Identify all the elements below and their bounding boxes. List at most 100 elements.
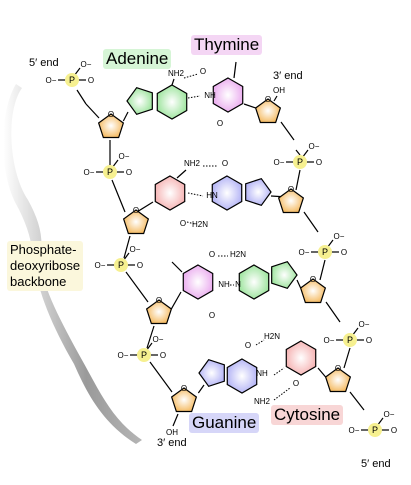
amino-bond bbox=[171, 78, 175, 86]
phosphorus-atom: P bbox=[107, 167, 113, 177]
cytosine-oxygen: O bbox=[293, 379, 299, 388]
phosphate-oxygen: O bbox=[137, 261, 143, 270]
sugar-ring-291-202 bbox=[277, 188, 305, 214]
hydrogen-bond bbox=[273, 387, 291, 401]
backbone-bond bbox=[111, 179, 126, 213]
backbone-bond bbox=[125, 271, 149, 303]
backbone-bond bbox=[349, 391, 365, 411]
guanine-nh: HN bbox=[206, 191, 218, 200]
hydroxyl-group: OH bbox=[273, 86, 285, 95]
sugar-oxygen: O bbox=[181, 384, 187, 393]
five-prime-end-bottom: 5′ end bbox=[361, 458, 391, 470]
phosphate-oxygen-minus: O− bbox=[81, 60, 92, 69]
thymine-six-ring bbox=[212, 77, 244, 113]
backbone-bond bbox=[146, 325, 155, 349]
guanine-oxygen: O bbox=[245, 341, 251, 350]
sugar-ring-338-381 bbox=[324, 367, 352, 393]
phosphorus-atom: P bbox=[297, 157, 303, 167]
glycosidic-bond bbox=[317, 367, 327, 378]
hydrogen-bond bbox=[183, 73, 199, 79]
thymine-six-ring-2 bbox=[182, 264, 214, 300]
guanine-five-ring bbox=[245, 177, 272, 207]
hydrogen-bond bbox=[255, 339, 265, 346]
phosphate-glow bbox=[65, 73, 79, 87]
adenine-six-ring-2 bbox=[238, 264, 270, 300]
phosphorus-atom: P bbox=[372, 425, 378, 435]
phosphate-oxygen-minus: O− bbox=[153, 335, 164, 344]
phosphate-oxygen-minus: O− bbox=[119, 152, 130, 161]
phosphorus-atom: P bbox=[118, 260, 124, 270]
phosphorus-atom: P bbox=[322, 247, 328, 257]
phosphate-oxygen-minus: O− bbox=[130, 245, 141, 254]
backbone-bond bbox=[319, 259, 326, 281]
sugar-ring-184-401 bbox=[170, 387, 198, 413]
sugar-oxygen: O bbox=[133, 206, 139, 215]
sugar-ring-268-112 bbox=[254, 98, 282, 124]
phosphate-glow bbox=[114, 258, 128, 272]
backbone-bond bbox=[295, 169, 301, 191]
thymine-oxygen: O bbox=[209, 311, 215, 320]
sugar-oxygen: O bbox=[288, 185, 294, 194]
phosphate-oxygen: O bbox=[391, 426, 397, 435]
sugar-ring-313-292 bbox=[299, 278, 327, 304]
glycosidic-bond bbox=[170, 291, 182, 310]
methyl-bond bbox=[171, 261, 183, 273]
sugar-ring-111-127 bbox=[97, 113, 125, 139]
phosphate-glow bbox=[318, 245, 332, 259]
backbone-bond bbox=[149, 361, 173, 393]
phosphate-oxygen-minus: O− bbox=[84, 168, 95, 177]
phosphate-oxygen-minus: O− bbox=[46, 76, 57, 85]
sugar-oxygen: O bbox=[310, 275, 316, 284]
backbone-bond bbox=[85, 103, 100, 119]
phosphate-glow bbox=[293, 155, 307, 169]
phosphorus-atom: P bbox=[69, 75, 75, 85]
sugar-oxygen: O bbox=[156, 296, 162, 305]
phosphate-oxygen-minus: O− bbox=[384, 410, 395, 419]
guanine-label: Guanine bbox=[189, 413, 260, 433]
sugar-ring-159-313 bbox=[145, 299, 173, 325]
guanine-six-ring-2 bbox=[226, 358, 258, 394]
hydrogen-bond bbox=[186, 221, 196, 225]
hydrogen-bond bbox=[187, 95, 201, 99]
adenine-five-ring-2 bbox=[271, 260, 298, 290]
backbone-bond bbox=[123, 235, 131, 259]
phosphate-glow bbox=[368, 423, 382, 437]
phosphate-oxygen: O bbox=[366, 336, 372, 345]
cytosine-oxygen: O bbox=[180, 219, 186, 228]
phosphate-oxygen-minus: O− bbox=[274, 158, 285, 167]
backbone-bond bbox=[295, 149, 301, 156]
phosphate-glow bbox=[137, 348, 151, 362]
hydrogen-bond bbox=[187, 192, 204, 197]
sugar-ring-136-223 bbox=[122, 209, 150, 235]
hydroxyl-bond bbox=[172, 413, 179, 427]
phosphate-oxygen-minus: O− bbox=[299, 248, 310, 257]
phosphorus-atom: P bbox=[347, 335, 353, 345]
phosphate-oxygen: O bbox=[160, 351, 166, 360]
backbone-bond bbox=[303, 211, 319, 233]
cytosine-label: Cytosine bbox=[271, 405, 344, 425]
thymine-nh: NH bbox=[204, 91, 216, 100]
phosphate-oxygen-minus: O− bbox=[334, 232, 345, 241]
adenine-six-ring bbox=[156, 84, 188, 120]
glycosidic-bond bbox=[197, 384, 205, 394]
hydrogen-bonds bbox=[183, 73, 291, 401]
backbone-bond bbox=[325, 301, 341, 323]
hydrogen-bond bbox=[273, 367, 285, 376]
sugar-oxygen: O bbox=[108, 110, 114, 119]
phosphate-oxygen: O bbox=[88, 76, 94, 85]
phosphate-oxygen: O bbox=[316, 158, 322, 167]
phosphate-oxygen-minus: O− bbox=[95, 261, 106, 270]
backbone-label-line3: backbone bbox=[10, 274, 67, 289]
phosphate-glow bbox=[103, 165, 117, 179]
phosphate-oxygen-minus: O− bbox=[118, 351, 129, 360]
phosphorus-atom: P bbox=[141, 350, 147, 360]
phosphate-oxygen-minus: O− bbox=[359, 320, 370, 329]
cytosine-six-ring-2 bbox=[285, 340, 317, 376]
backbone-label-line1: Phosphate- bbox=[10, 242, 77, 257]
phosphate-glow bbox=[343, 333, 357, 347]
cytosine-amino: NH2 bbox=[184, 159, 201, 168]
backbone-label: Phosphate- deoxyribose backbone bbox=[7, 241, 84, 291]
backbone-bond bbox=[76, 89, 87, 105]
backbone-label-line2: deoxyribose bbox=[10, 258, 81, 273]
